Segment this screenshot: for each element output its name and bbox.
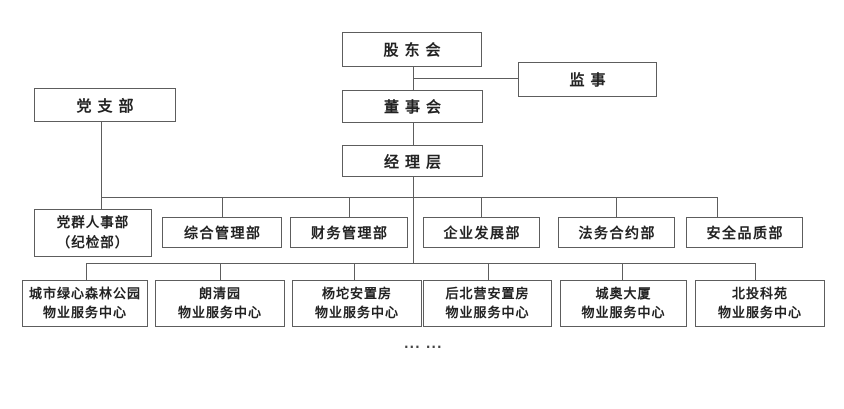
node-dept-general: 综合管理部 <box>162 217 282 248</box>
drop-dept-safety <box>717 197 718 217</box>
node-center-chengao-line2: 物业服务中心 <box>581 305 666 321</box>
service-center-bus <box>86 263 756 264</box>
node-center-greenheart: 城市绿心森林公园 物业服务中心 <box>22 280 148 327</box>
node-dept-finance-label: 财务管理部 <box>311 225 389 242</box>
node-dept-enterprise-label: 企业发展部 <box>443 225 521 242</box>
connector-to-supervisor <box>413 78 518 79</box>
node-supervisor-label: 监事 <box>569 71 612 89</box>
node-management: 经理层 <box>342 145 483 177</box>
node-center-yangtuo: 杨坨安置房 物业服务中心 <box>292 280 422 327</box>
node-center-beitou: 北投科苑 物业服务中心 <box>695 280 825 327</box>
connector-management-down <box>413 177 414 263</box>
drop-center-chengao <box>622 263 623 280</box>
node-center-chengao: 城奥大厦 物业服务中心 <box>560 280 687 327</box>
node-dept-party-line2: （纪检部） <box>56 235 130 251</box>
drop-center-beitou <box>755 263 756 280</box>
node-dept-safety: 安全品质部 <box>686 217 803 248</box>
node-center-chengao-line1: 城奥大厦 <box>595 286 652 302</box>
node-party-branch-label: 党支部 <box>76 96 140 115</box>
node-dept-general-label: 综合管理部 <box>184 225 262 242</box>
drop-center-greenheart <box>86 263 87 280</box>
node-center-langqingyuan-line2: 物业服务中心 <box>177 305 262 321</box>
node-center-beitou-line1: 北投科苑 <box>731 286 788 302</box>
node-dept-enterprise: 企业发展部 <box>423 217 540 248</box>
node-supervisor: 监事 <box>518 62 657 97</box>
connector-partybranch-down <box>101 122 102 209</box>
node-center-yangtuo-line2: 物业服务中心 <box>314 305 399 321</box>
node-dept-legal-label: 法务合约部 <box>578 225 656 242</box>
connector-board-management <box>413 123 414 145</box>
drop-dept-general <box>222 197 223 217</box>
node-board-label: 董事会 <box>383 98 447 116</box>
node-center-yangtuo-line1: 杨坨安置房 <box>321 286 392 302</box>
node-dept-party-line1: 党群人事部 <box>56 215 130 231</box>
drop-center-houbeiying <box>488 263 489 280</box>
continuation-ellipsis: ... ... <box>404 337 443 351</box>
drop-center-langqingyuan <box>220 263 221 280</box>
node-management-label: 经理层 <box>383 152 447 171</box>
node-dept-party: 党群人事部 （纪检部） <box>34 209 152 257</box>
node-shareholders-label: 股东会 <box>383 41 447 59</box>
node-center-greenheart-line1: 城市绿心森林公园 <box>28 286 141 302</box>
drop-center-yangtuo <box>354 263 355 280</box>
node-center-houbeiying: 后北营安置房 物业服务中心 <box>423 280 552 327</box>
node-center-houbeiying-line1: 后北营安置房 <box>445 286 530 302</box>
node-center-houbeiying-line2: 物业服务中心 <box>445 305 530 321</box>
drop-dept-enterprise <box>481 197 482 217</box>
department-bus <box>101 197 718 198</box>
node-dept-legal: 法务合约部 <box>558 217 675 248</box>
node-shareholders: 股东会 <box>342 32 482 67</box>
node-dept-finance: 财务管理部 <box>290 217 408 248</box>
drop-dept-finance <box>349 197 350 217</box>
node-center-greenheart-line2: 物业服务中心 <box>42 305 127 321</box>
node-board: 董事会 <box>342 90 483 123</box>
drop-dept-legal <box>616 197 617 217</box>
node-center-langqingyuan: 朗清园 物业服务中心 <box>155 280 285 327</box>
node-dept-safety-label: 安全品质部 <box>706 225 784 242</box>
node-center-langqingyuan-line1: 朗清园 <box>198 286 241 302</box>
node-party-branch: 党支部 <box>34 88 176 122</box>
node-center-beitou-line2: 物业服务中心 <box>717 305 802 321</box>
